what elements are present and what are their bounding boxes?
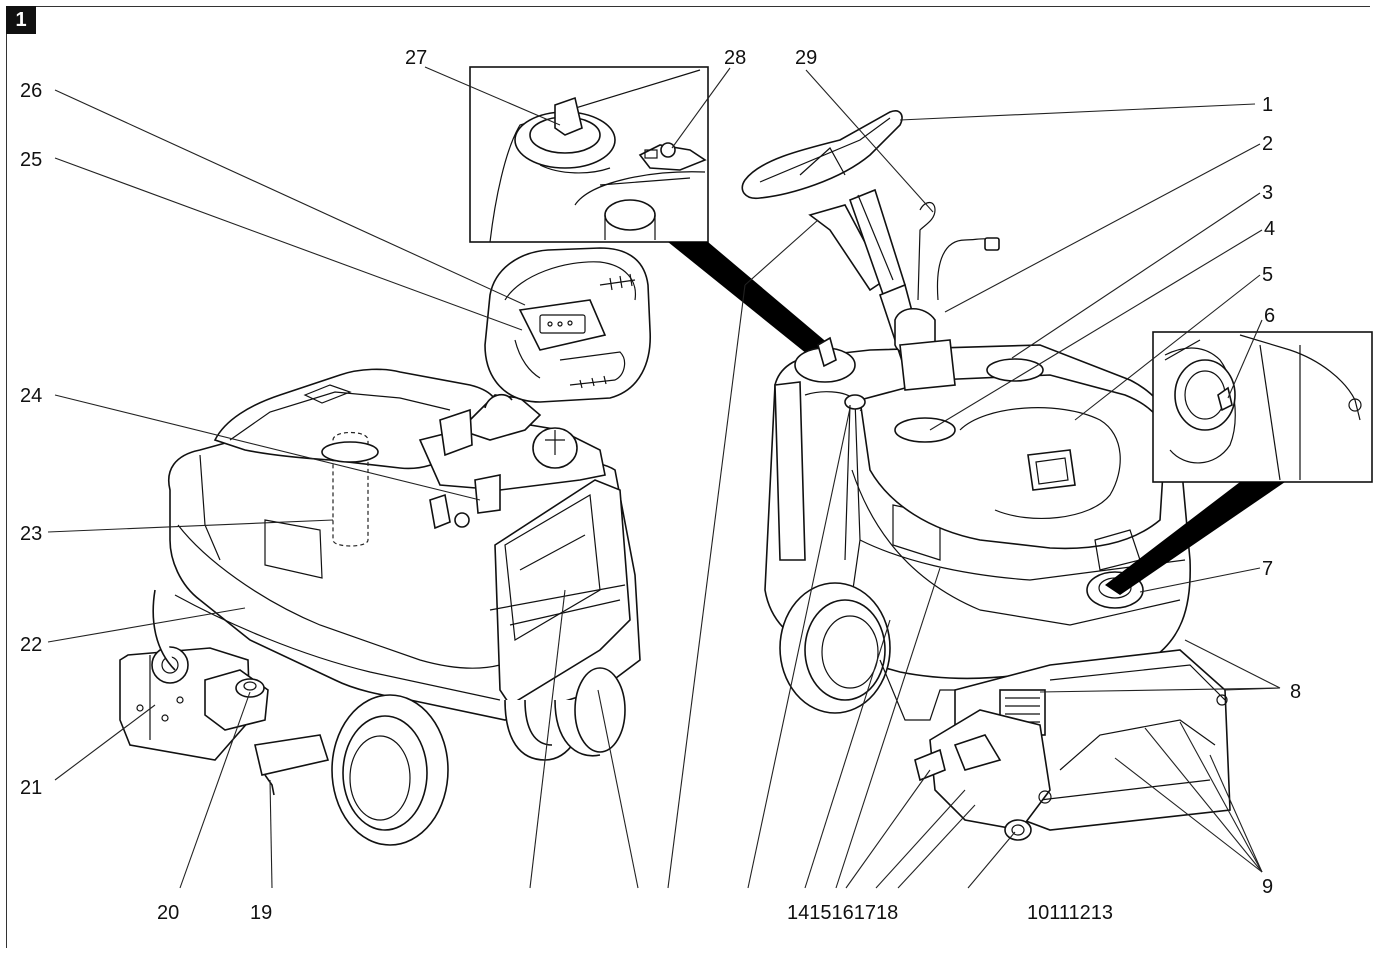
left-machine	[119, 247, 651, 846]
callout-19: 19	[250, 902, 272, 924]
callout-14-18: 1415161718	[787, 902, 898, 924]
callouts: 1 2 3 4 5 6 7 8 9 10111213 1415161718 19…	[20, 47, 1301, 924]
callout-8: 8	[1290, 681, 1301, 703]
callout-26: 26	[20, 80, 42, 102]
figure-number-badge: 1	[6, 6, 36, 34]
figure-frame	[6, 6, 1370, 948]
callout-21: 21	[20, 777, 42, 799]
callout-25: 25	[20, 149, 42, 171]
callout-27: 27	[405, 47, 427, 69]
callout-5: 5	[1262, 264, 1273, 286]
callout-7: 7	[1262, 558, 1273, 580]
callout-6: 6	[1264, 305, 1275, 327]
leader-lines	[47, 66, 1281, 889]
callout-29: 29	[795, 47, 817, 69]
callout-22: 22	[20, 634, 42, 656]
callout-3: 3	[1262, 182, 1273, 204]
callout-23: 23	[20, 523, 42, 545]
inset-filler	[1152, 331, 1373, 483]
callout-20: 20	[157, 902, 179, 924]
callout-4: 4	[1264, 218, 1275, 240]
inset-key-switch	[469, 66, 709, 243]
left-brush-head	[119, 646, 330, 796]
callout-9: 9	[1262, 876, 1273, 898]
zoom-wedge-key	[668, 242, 830, 358]
callout-10-13: 10111213	[1027, 902, 1113, 924]
callout-2: 2	[1262, 133, 1273, 155]
zoom-wedge-filler	[1105, 482, 1285, 595]
callout-28: 28	[724, 47, 746, 69]
right-machine	[741, 110, 1231, 841]
callout-1: 1	[1262, 94, 1273, 116]
callout-24: 24	[20, 385, 42, 407]
